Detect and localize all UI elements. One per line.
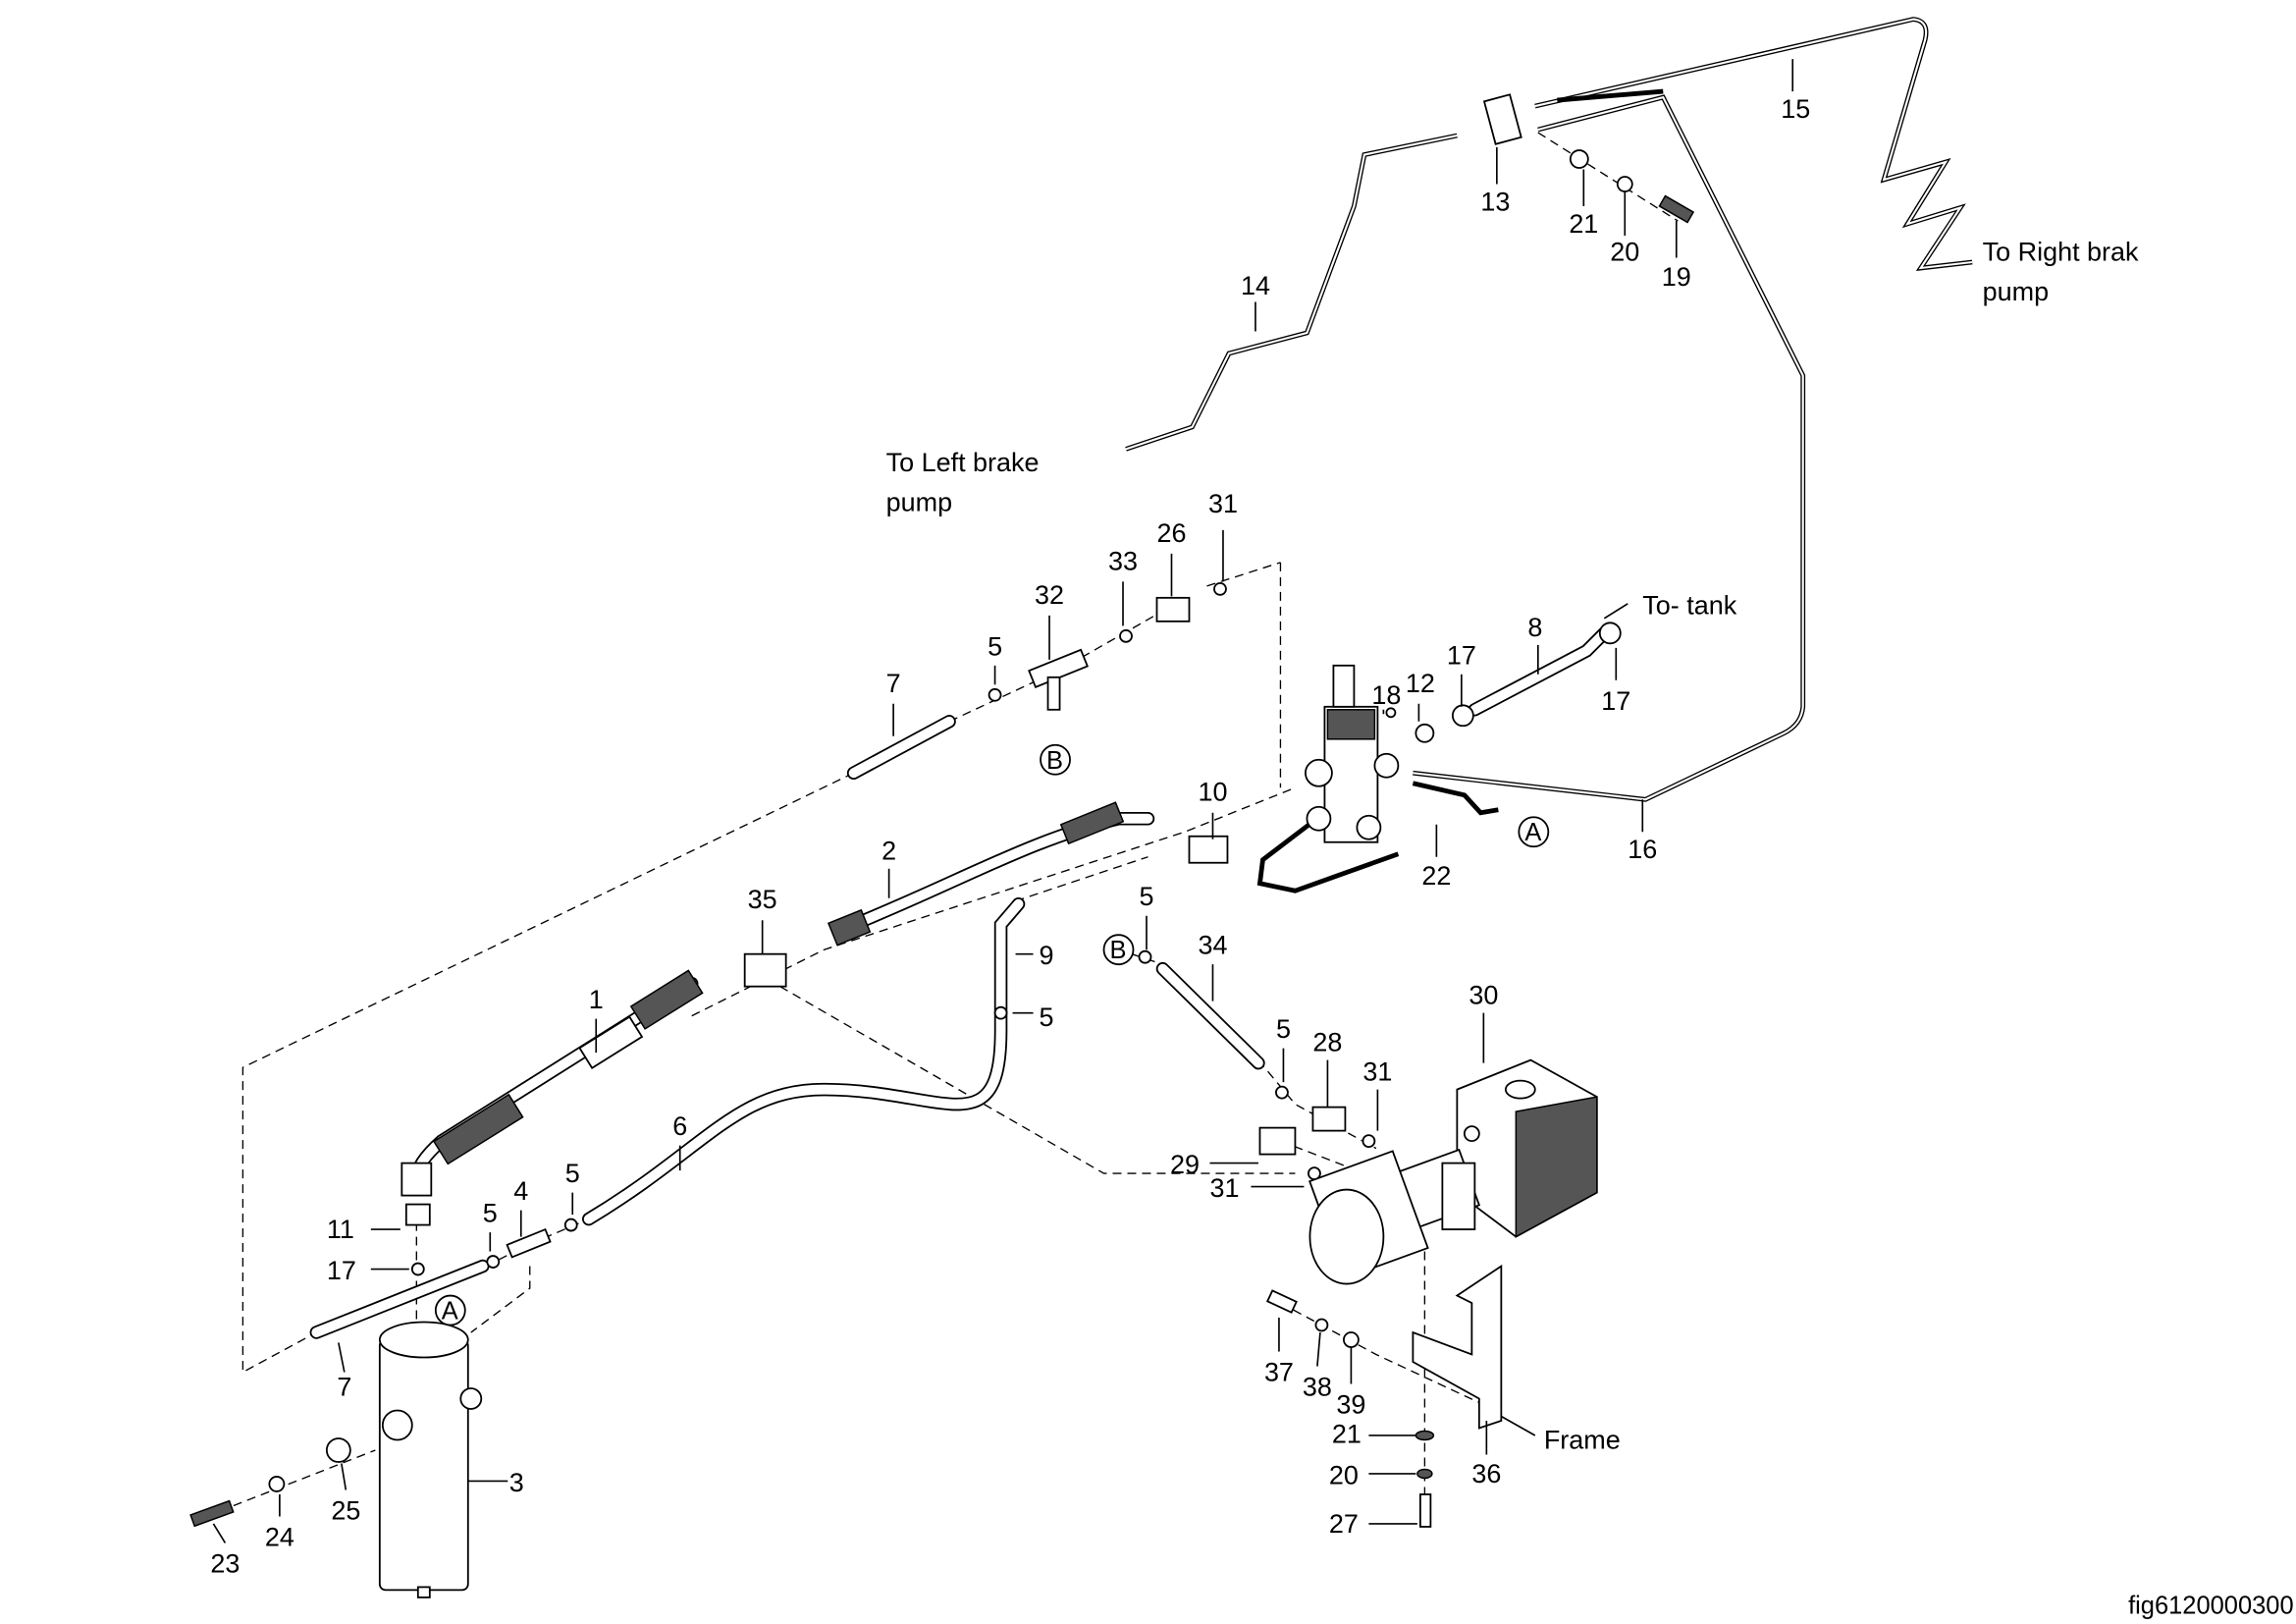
tee-32 — [1028, 648, 1089, 688]
callout-14: 14 — [1241, 271, 1270, 300]
block-13 — [1482, 93, 1522, 145]
brake-pipes — [1125, 17, 1973, 893]
svg-text:B: B — [1046, 747, 1063, 775]
svg-text:A: A — [1524, 819, 1541, 846]
callout-29: 29 — [1170, 1150, 1200, 1179]
fitting-11 — [404, 1203, 431, 1226]
callout-37: 37 — [1264, 1358, 1294, 1387]
callout-5: 5 — [988, 631, 1002, 661]
accumulator-3 — [378, 1321, 483, 1598]
callout-5: 5 — [1276, 1014, 1291, 1044]
washer-20 — [1616, 176, 1633, 192]
bracket-36 — [1412, 1264, 1503, 1430]
assembly-dashed-lines — [205, 132, 1679, 1518]
svg-text:A: A — [442, 1298, 458, 1326]
callout-23: 23 — [210, 1548, 240, 1578]
callout-13: 13 — [1480, 188, 1510, 217]
callout-5: 5 — [483, 1199, 498, 1228]
callout-39: 39 — [1336, 1389, 1365, 1419]
callout-5: 5 — [1040, 1002, 1054, 1032]
callout-28: 28 — [1312, 1028, 1342, 1057]
callout-5: 5 — [565, 1159, 580, 1188]
callout-34: 34 — [1198, 931, 1227, 960]
callout-16: 16 — [1628, 835, 1657, 864]
callout-32: 32 — [1035, 580, 1064, 610]
parts — [189, 93, 1695, 1598]
annotation-right-brake-line2: pump — [1983, 277, 2049, 306]
callout-11: 11 — [327, 1215, 354, 1244]
power-unit-30 — [1308, 1058, 1598, 1285]
callout-25: 25 — [331, 1495, 360, 1525]
callout-7: 7 — [337, 1372, 351, 1401]
bolt-23 — [189, 1499, 235, 1528]
svg-text:B: B — [1110, 937, 1127, 964]
bolt-37 — [1265, 1289, 1298, 1314]
callout-2: 2 — [881, 837, 896, 866]
callout-24: 24 — [265, 1522, 294, 1551]
callout-21: 21 — [1569, 209, 1598, 239]
callout-18: 18 — [1371, 680, 1401, 710]
marker-b-top: B — [1040, 743, 1071, 776]
tee-35 — [743, 952, 787, 988]
callout-27: 27 — [1329, 1509, 1359, 1539]
callout-33: 33 — [1108, 546, 1138, 575]
marker-a-bottom: A — [434, 1294, 466, 1326]
callout-4: 4 — [513, 1176, 528, 1206]
callout-26: 26 — [1156, 518, 1186, 548]
annotation-left-brake-line2: pump — [886, 487, 952, 516]
brake-valve — [1305, 664, 1400, 843]
bolt-19 — [1658, 194, 1695, 224]
callout-38: 38 — [1303, 1372, 1332, 1401]
callout-17: 17 — [327, 1256, 356, 1285]
callout-6: 6 — [672, 1111, 687, 1141]
callout-10: 10 — [1198, 778, 1227, 807]
leader-lines — [212, 59, 1794, 1543]
callout-31: 31 — [1208, 489, 1238, 518]
elbow-10 — [1188, 835, 1229, 864]
annotation-tank: To- tank — [1642, 590, 1736, 620]
callout-17: 17 — [1601, 686, 1630, 716]
washer-21 — [1569, 149, 1589, 169]
callout-5: 5 — [1140, 882, 1154, 911]
callout-35: 35 — [748, 885, 777, 914]
marker-b-mid: B — [1102, 934, 1135, 966]
callout-22: 22 — [1421, 861, 1451, 891]
annotation-left-brake-line1: To Left brake — [886, 448, 1040, 477]
adapter-28 — [1311, 1106, 1347, 1132]
callout-9: 9 — [1040, 941, 1054, 970]
adapter-26 — [1155, 596, 1191, 623]
callout-7: 7 — [886, 669, 901, 698]
callout-19: 19 — [1662, 262, 1691, 292]
callout-1: 1 — [589, 985, 604, 1014]
tee-4 — [506, 1227, 552, 1259]
adapter-29 — [1258, 1126, 1297, 1156]
callout-3: 3 — [509, 1468, 524, 1497]
callout-8: 8 — [1527, 613, 1542, 642]
callout-12: 12 — [1406, 669, 1435, 698]
callout-21: 21 — [1332, 1419, 1362, 1448]
annotation-right-brake-line1: To Right brak — [1983, 237, 2139, 266]
callout-30: 30 — [1468, 981, 1498, 1010]
annotation-frame: Frame — [1544, 1425, 1621, 1454]
callout-15: 15 — [1781, 94, 1810, 124]
callout-36: 36 — [1471, 1459, 1501, 1489]
callout-31: 31 — [1362, 1057, 1392, 1087]
callout-20: 20 — [1329, 1460, 1359, 1489]
figure-id: fig6120000300 — [2128, 1592, 2294, 1619]
callout-20: 20 — [1610, 237, 1639, 266]
callout-31: 31 — [1209, 1173, 1239, 1203]
callout-17: 17 — [1447, 640, 1476, 670]
marker-a-right: A — [1518, 816, 1550, 848]
